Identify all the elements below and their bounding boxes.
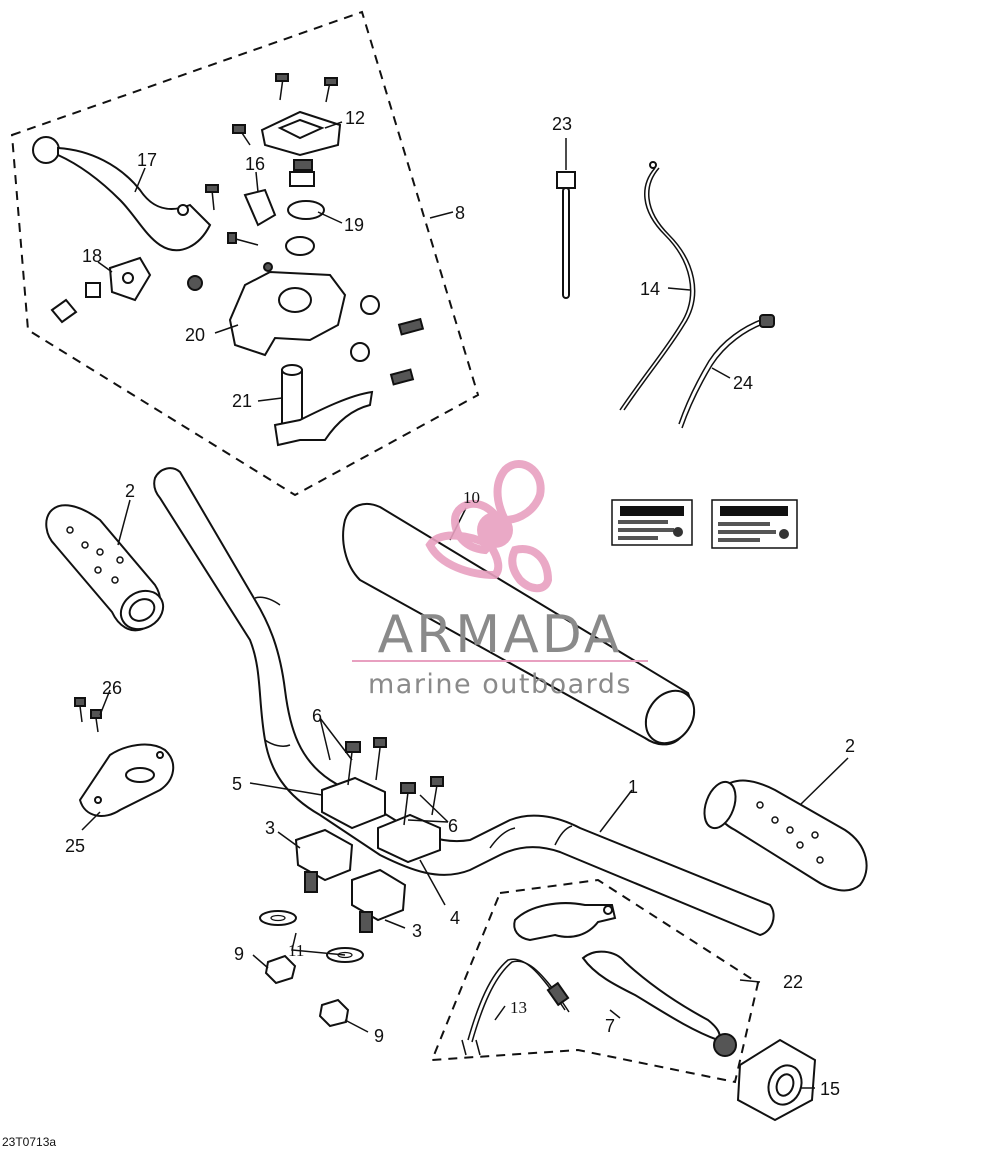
callout-4: 4: [450, 908, 460, 928]
nuts-part-9: [264, 954, 350, 1028]
washers-part-11: [259, 910, 364, 963]
callout-labels: 17 12 16 19 8 18 20 21 23 14 24 10 2 2 2…: [65, 108, 855, 1099]
bolts-part-6: [345, 737, 444, 826]
mount-plate-part-25: [78, 743, 175, 817]
callout-16: 16: [245, 154, 265, 174]
switch-wire-part-13: [461, 958, 570, 1056]
clamp-part-18: [50, 256, 152, 324]
group-22-boundary: [430, 878, 760, 1084]
callout-9-right: 9: [374, 1026, 384, 1046]
callout-17: 17: [137, 150, 157, 170]
callout-21: 21: [232, 391, 252, 411]
reservoir-cover-part-12: [260, 110, 342, 157]
leaders-group-8: [97, 121, 454, 402]
decal-right: [711, 499, 798, 549]
leaders-lower: [81, 499, 849, 1089]
callout-25: 25: [65, 836, 85, 856]
callout-18: 18: [82, 246, 102, 266]
callout-9-left: 9: [234, 944, 244, 964]
callout-2-right: 2: [845, 736, 855, 756]
callout-11: 11: [288, 941, 304, 960]
callout-13: 13: [510, 998, 527, 1017]
watermark-brand: ARMADA: [378, 605, 623, 665]
callout-19: 19: [344, 215, 364, 235]
figure-code: 23T0713a: [2, 1135, 57, 1149]
callout-1: 1: [628, 777, 638, 797]
screws-top: [205, 73, 338, 246]
callout-23: 23: [552, 114, 572, 134]
handlebar-pad-part-10: [342, 502, 696, 746]
lower-clamp-part-3: [294, 828, 407, 933]
callout-3-right: 3: [412, 921, 422, 941]
grip-right-part-2: [703, 779, 868, 892]
seal-part-19: [285, 159, 325, 256]
lever-bracket-part-22: [513, 902, 617, 942]
armada-watermark: ARMADA marine outboards: [352, 460, 648, 700]
upper-clamp-part-5: [321, 776, 441, 864]
group-8-boundary: [10, 10, 480, 497]
wire-part-24: [678, 314, 775, 429]
callout-12: 12: [345, 108, 365, 128]
callout-8: 8: [455, 203, 465, 223]
callout-2-left: 2: [125, 481, 135, 501]
propeller-logo: [425, 460, 553, 593]
clip-part-16: [243, 188, 277, 227]
brake-lever-part-17: [32, 136, 212, 252]
leaders-top-right: [667, 287, 731, 379]
handlebar-part-1: [153, 467, 775, 937]
callout-24: 24: [733, 373, 753, 393]
callout-7: 7: [605, 1016, 615, 1036]
callout-15: 15: [820, 1079, 840, 1099]
callout-10: 10: [463, 488, 480, 507]
master-cylinder-part-20: [187, 262, 347, 357]
screws-part-26: [74, 697, 102, 733]
callout-5: 5: [232, 774, 242, 794]
end-cap-part-15: [736, 1038, 817, 1122]
nuts-group-8: [350, 295, 425, 386]
callout-3-left: 3: [265, 818, 275, 838]
pushrod-part-21: [273, 364, 374, 447]
callout-20: 20: [185, 325, 205, 345]
callout-26: 26: [102, 678, 122, 698]
throttle-cable-part-14: [619, 161, 696, 411]
cable-tie-part-23: [556, 138, 576, 299]
grip-left-part-2: [45, 504, 165, 632]
watermark-tagline: marine outboards: [368, 669, 632, 700]
decal-left: [611, 499, 693, 546]
callout-22: 22: [783, 972, 803, 992]
callout-6-upper: 6: [312, 706, 322, 726]
callout-14: 14: [640, 279, 660, 299]
clutch-lever-part-7: [581, 950, 737, 1057]
callout-6-lower: 6: [448, 816, 458, 836]
